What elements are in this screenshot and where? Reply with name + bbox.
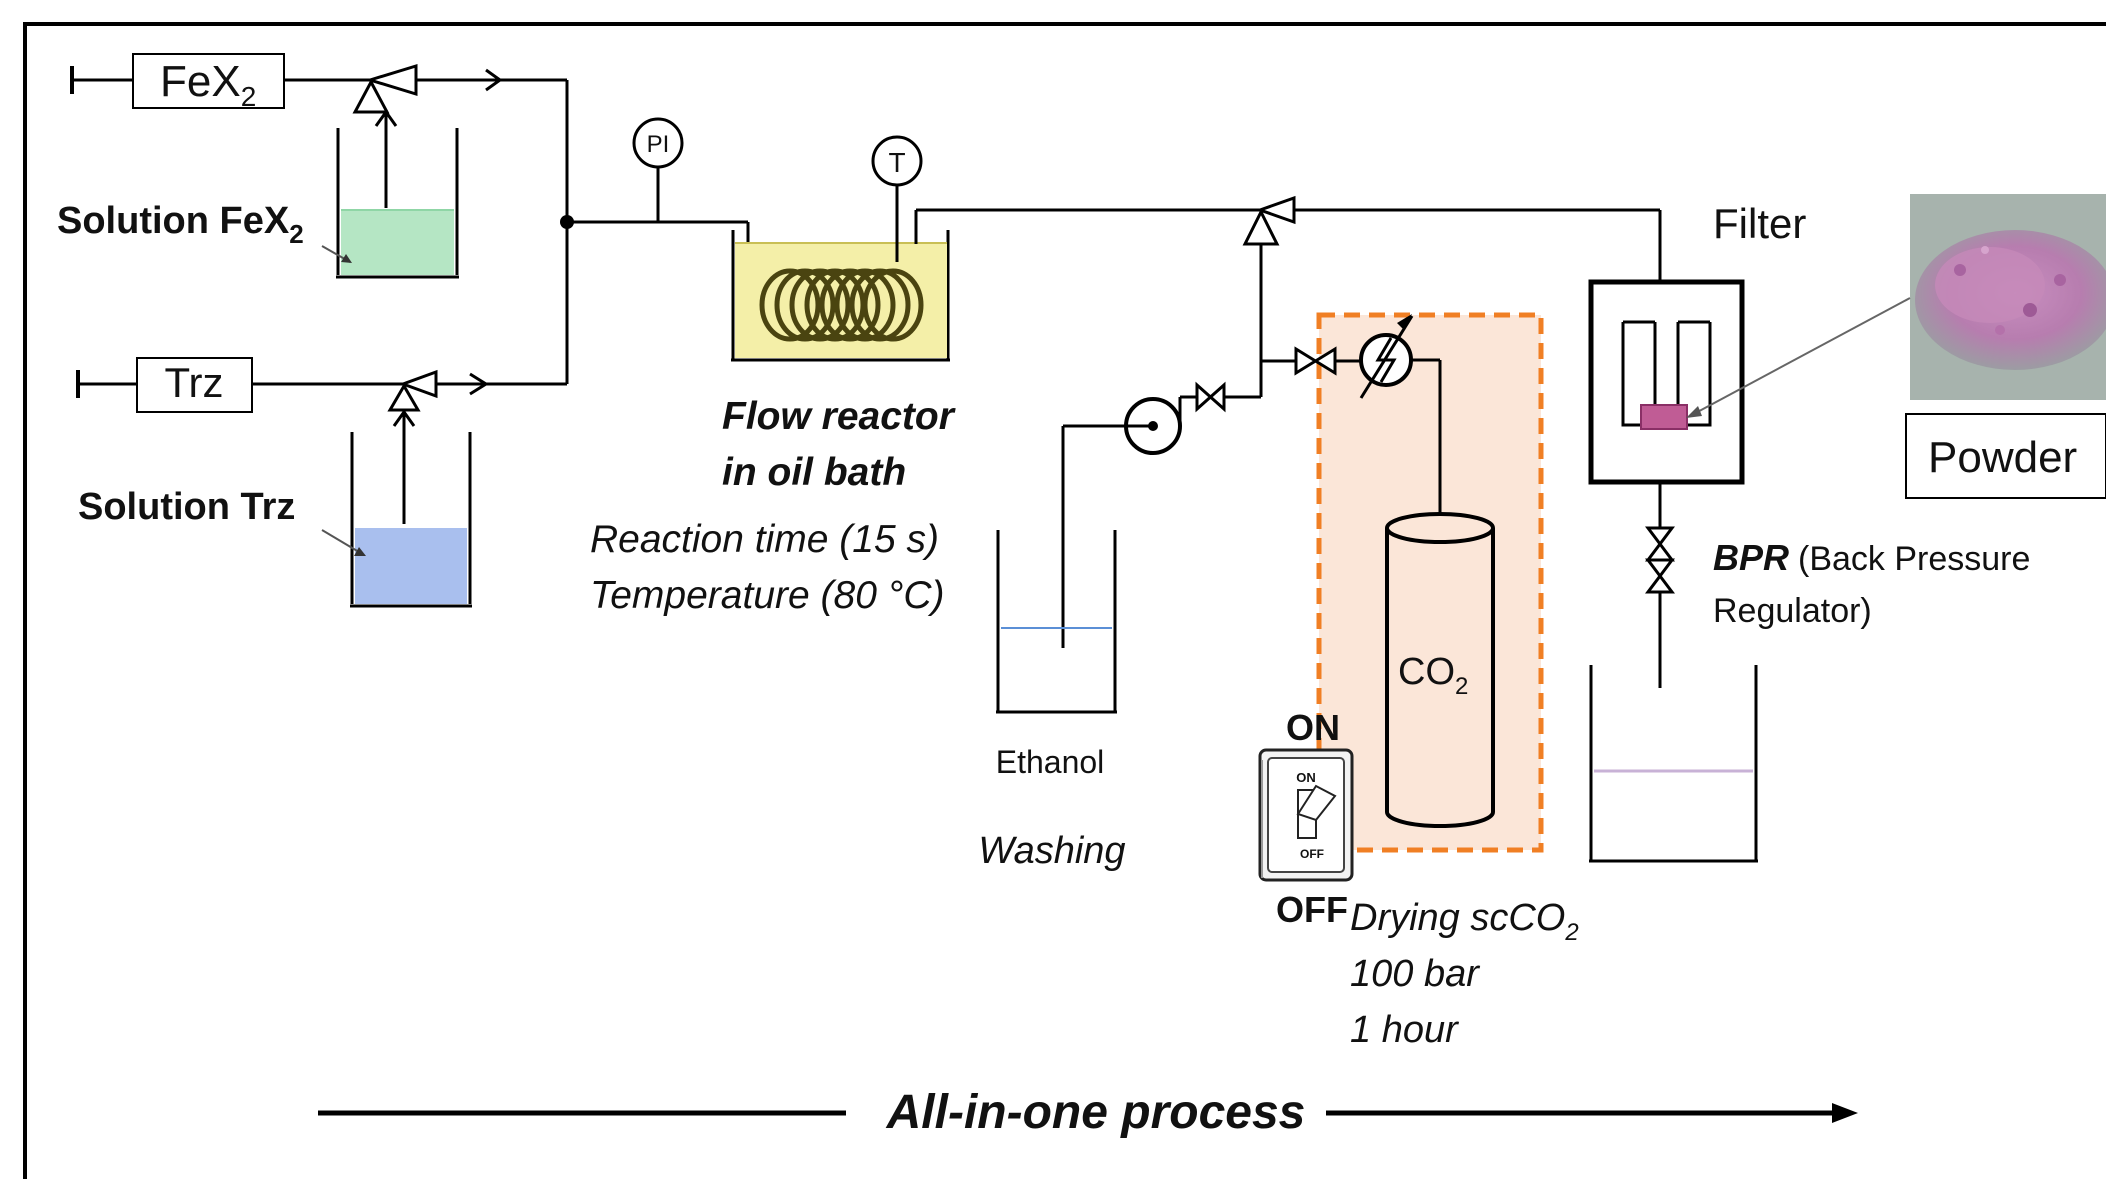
drying-pressure-label: 100 bar bbox=[1350, 953, 1480, 995]
filter-unit: Filter BPR (Back Pressure Regulator) bbox=[1588, 200, 2030, 863]
filter-housing bbox=[1588, 279, 1745, 485]
powder-photo bbox=[1910, 194, 2106, 400]
arrow-icon bbox=[1832, 1103, 1858, 1123]
flow-reactor: T Flow reactor in oil bath Reaction time… bbox=[590, 135, 1260, 617]
pressure-indicator-icon bbox=[632, 117, 684, 169]
check-valve-icon bbox=[1242, 208, 1280, 246]
washing-label: Washing bbox=[978, 830, 1125, 872]
check-valve-icon bbox=[352, 78, 390, 114]
drying-branch: CO2 Drying scCO2 100 bar 1 hour bbox=[1261, 312, 1579, 1051]
switch-on-label: ON bbox=[1286, 707, 1340, 748]
trz-feed-line: Trz Solution Trz bbox=[76, 357, 567, 608]
powder-pointer bbox=[1689, 297, 1911, 417]
trz-solution-liquid bbox=[355, 528, 467, 604]
trz-box-label: Trz bbox=[164, 359, 223, 406]
bpr-abbr-label: BPR bbox=[1713, 537, 1789, 578]
back-pressure-regulator-icon bbox=[1645, 526, 1675, 562]
gate-valve-icon bbox=[1294, 346, 1337, 376]
powder-label: Powder bbox=[1928, 433, 2077, 482]
reactor-label-line2: in oil bath bbox=[722, 451, 906, 494]
pressure-indicator-label: PI bbox=[647, 131, 670, 158]
reactor-label-line1: Flow reactor bbox=[722, 395, 956, 438]
temperature-setting-label: Temperature (80 °C) bbox=[590, 574, 944, 617]
powder-label-box bbox=[1905, 413, 2106, 499]
bpr-name-line1: (Back Pressure bbox=[1798, 540, 2030, 578]
fex2-solution-liquid bbox=[341, 210, 454, 275]
arrow-icon bbox=[485, 68, 503, 92]
powder-cake bbox=[1640, 404, 1688, 430]
arrow-icon bbox=[374, 109, 398, 127]
temperature-label: T bbox=[888, 147, 905, 178]
trz-solution-label: Solution Trz bbox=[78, 486, 295, 528]
fex2-box-label: FeX2 bbox=[160, 57, 256, 112]
co2-tank bbox=[1385, 528, 1495, 828]
washing-branch: Ethanol Washing bbox=[978, 381, 1261, 872]
toggle-switch-icon[interactable]: ON OFF bbox=[1258, 748, 1354, 882]
process-label: All-in-one process bbox=[886, 1086, 1306, 1139]
switch-off-label: OFF bbox=[1276, 889, 1348, 930]
figure-frame bbox=[23, 22, 2106, 1179]
svg-text:ON: ON bbox=[1296, 770, 1316, 785]
reactor-coil-icon bbox=[759, 268, 924, 342]
check-valve-icon bbox=[364, 63, 418, 97]
co2-tank-label: CO2 bbox=[1398, 651, 1468, 700]
thermometer-icon bbox=[871, 135, 923, 187]
arrow-icon bbox=[469, 372, 489, 396]
arrow-icon bbox=[392, 409, 416, 427]
check-valve-icon bbox=[387, 383, 421, 412]
drying-time-label: 1 hour bbox=[1350, 1009, 1459, 1051]
fex2-feed-line: FeX2 Solution FeX2 bbox=[57, 53, 569, 384]
bpr-name-line2: Regulator) bbox=[1713, 592, 1872, 630]
trz-box bbox=[136, 357, 253, 413]
svg-text:OFF: OFF bbox=[1300, 847, 1324, 861]
fex2-solution-label: Solution FeX2 bbox=[57, 200, 304, 249]
drying-label: Drying scCO2 bbox=[1350, 897, 1579, 946]
filter-label: Filter bbox=[1713, 200, 1806, 247]
reaction-time-label: Reaction time (15 s) bbox=[590, 518, 939, 561]
gate-valve-icon bbox=[1195, 381, 1226, 413]
ethanol-label: Ethanol bbox=[996, 744, 1105, 780]
